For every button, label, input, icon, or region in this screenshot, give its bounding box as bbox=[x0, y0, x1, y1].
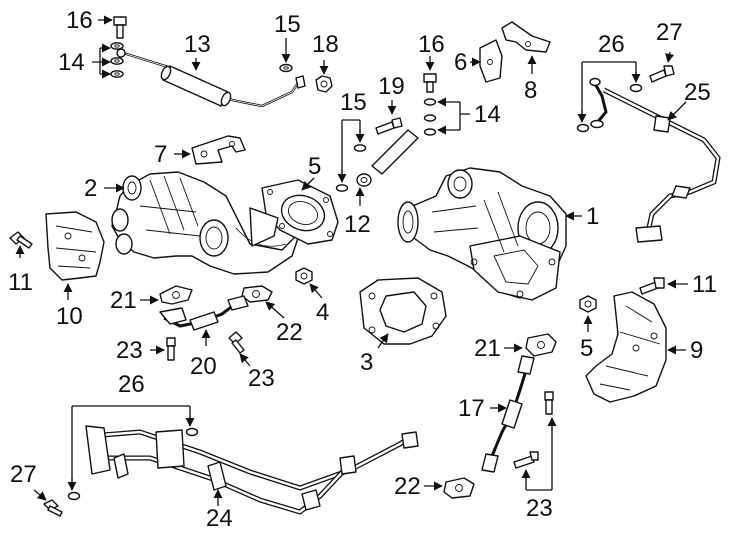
coolant-line-part bbox=[589, 77, 721, 243]
bolt-part bbox=[113, 16, 127, 39]
oil-line-part bbox=[481, 355, 535, 473]
oil-return-line-part bbox=[159, 295, 249, 331]
bolt-part bbox=[9, 231, 33, 249]
callout-1: 1 bbox=[586, 203, 599, 230]
exhaust-manifold-part bbox=[111, 171, 301, 275]
callout-21-right: 21 bbox=[474, 335, 501, 362]
washer-part bbox=[110, 42, 124, 78]
callout-12: 12 bbox=[344, 211, 371, 238]
callout-5-right: 5 bbox=[580, 335, 593, 362]
callout-24: 25 bbox=[684, 79, 711, 106]
washer-part bbox=[335, 144, 367, 192]
washer-part bbox=[423, 98, 437, 136]
bolt-part bbox=[513, 391, 554, 469]
bracket-part bbox=[479, 39, 503, 83]
callout-13: 13 bbox=[184, 31, 211, 58]
callout-20: 20 bbox=[190, 353, 217, 380]
heat-shield-part bbox=[45, 211, 105, 281]
callout-15-top: 15 bbox=[274, 11, 301, 38]
callout-3: 3 bbox=[360, 349, 373, 376]
callout-14-mid: 14 bbox=[474, 101, 501, 128]
callout-23-left: 23 bbox=[116, 337, 143, 364]
callout-14-top: 14 bbox=[58, 49, 85, 76]
gasket-part bbox=[525, 333, 557, 357]
washer-part bbox=[279, 63, 293, 73]
bolt-part bbox=[375, 117, 403, 135]
callout-16-top: 16 bbox=[66, 7, 93, 34]
nut-part bbox=[315, 75, 333, 93]
callout-18: 18 bbox=[312, 31, 339, 58]
callout-22-bottom: 22 bbox=[394, 473, 421, 500]
callout-6: 6 bbox=[454, 49, 467, 76]
callout-4: 5 bbox=[308, 153, 321, 180]
callout-2: 2 bbox=[84, 175, 97, 202]
callout-16-mid: 16 bbox=[418, 31, 445, 58]
callout-26-top: 26 bbox=[598, 31, 625, 58]
callout-22-left: 22 bbox=[276, 319, 303, 346]
bolt-part bbox=[639, 277, 665, 295]
callout-11-left: 11 bbox=[8, 269, 33, 296]
manifold-outlet-flange bbox=[249, 207, 279, 247]
oil-feed-line-part bbox=[116, 48, 306, 108]
callout-27-top: 27 bbox=[656, 19, 683, 46]
callout-27-bottom: 27 bbox=[10, 461, 37, 488]
flange-gasket-part bbox=[261, 179, 339, 245]
coolant-pipe-part bbox=[356, 129, 419, 187]
bracket-part bbox=[501, 21, 551, 53]
callout-25: 24 bbox=[206, 505, 233, 532]
callout-26-bottom: 26 bbox=[118, 371, 145, 398]
callout-5-center: 4 bbox=[316, 299, 329, 326]
heat-shield-part bbox=[585, 291, 667, 403]
callout-23-right: 23 bbox=[526, 495, 553, 522]
callout-15-mid: 15 bbox=[340, 89, 367, 116]
turbocharger-part bbox=[397, 167, 567, 301]
callout-7: 7 bbox=[154, 141, 167, 168]
callout-10: 10 bbox=[56, 303, 83, 330]
callout-19: 17 bbox=[458, 395, 485, 422]
callout-labels: 16 14 13 15 18 16 6 8 26 27 25 15 19 14 … bbox=[8, 7, 717, 532]
coolant-hose-part bbox=[85, 425, 419, 515]
callout-23-mid: 23 bbox=[248, 365, 275, 392]
gasket-part bbox=[159, 285, 193, 305]
gasket-part bbox=[443, 477, 475, 499]
nut-part bbox=[579, 295, 597, 313]
callout-8: 8 bbox=[524, 77, 537, 104]
washer-part bbox=[67, 427, 199, 501]
bolt-part bbox=[423, 73, 437, 93]
leader-lines bbox=[15, 15, 688, 506]
bracket-part bbox=[191, 135, 246, 165]
callout-21-left: 21 bbox=[110, 287, 137, 314]
turbo-gasket-part bbox=[359, 277, 447, 345]
callout-17: 19 bbox=[378, 73, 405, 100]
callout-11-right: 11 bbox=[692, 271, 717, 298]
bolt-part bbox=[649, 65, 675, 83]
bolt-part bbox=[43, 499, 63, 517]
bolt-part bbox=[166, 331, 245, 361]
gasket-part bbox=[241, 285, 273, 303]
washer-part bbox=[576, 83, 643, 133]
nut-part bbox=[295, 267, 313, 285]
callout-9: 9 bbox=[690, 337, 703, 364]
